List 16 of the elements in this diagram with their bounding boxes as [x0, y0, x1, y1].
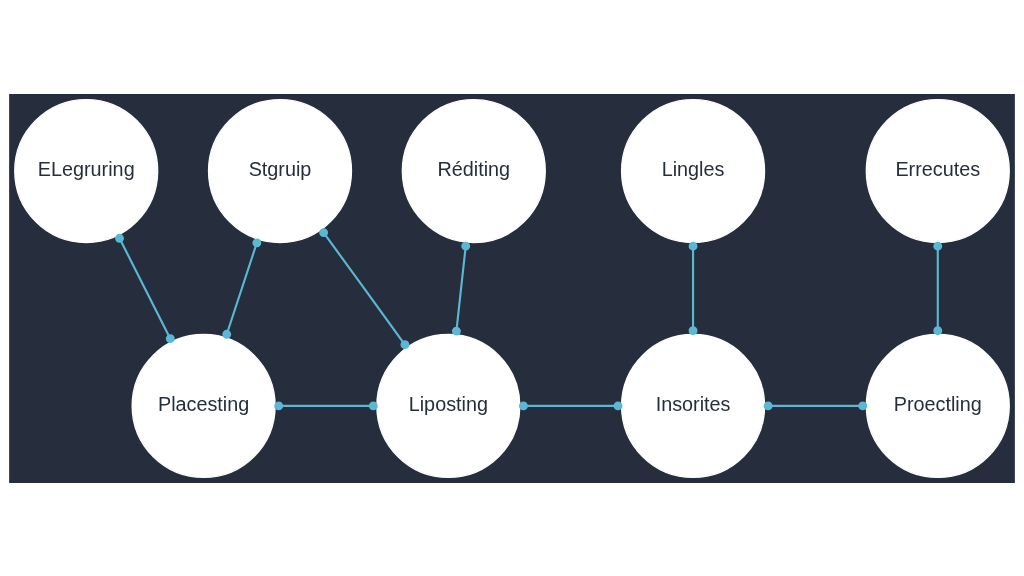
node-circle: Stgruip — [207, 98, 353, 243]
connector — [222, 237, 262, 339]
node-circle: Liposting — [376, 333, 521, 478]
connector — [274, 400, 378, 410]
node-circle: Errecutes — [865, 98, 1010, 243]
node-circle: Lingles — [620, 98, 766, 243]
node-circle: Insorites — [620, 333, 766, 478]
connector — [115, 233, 175, 343]
connector — [688, 241, 698, 335]
node-circle: Réditing — [401, 98, 546, 243]
connector — [451, 241, 471, 336]
connector — [933, 241, 943, 335]
connector — [763, 400, 868, 410]
node-circle: Proectling — [865, 333, 1010, 478]
connector — [319, 227, 410, 349]
connector — [518, 400, 623, 410]
